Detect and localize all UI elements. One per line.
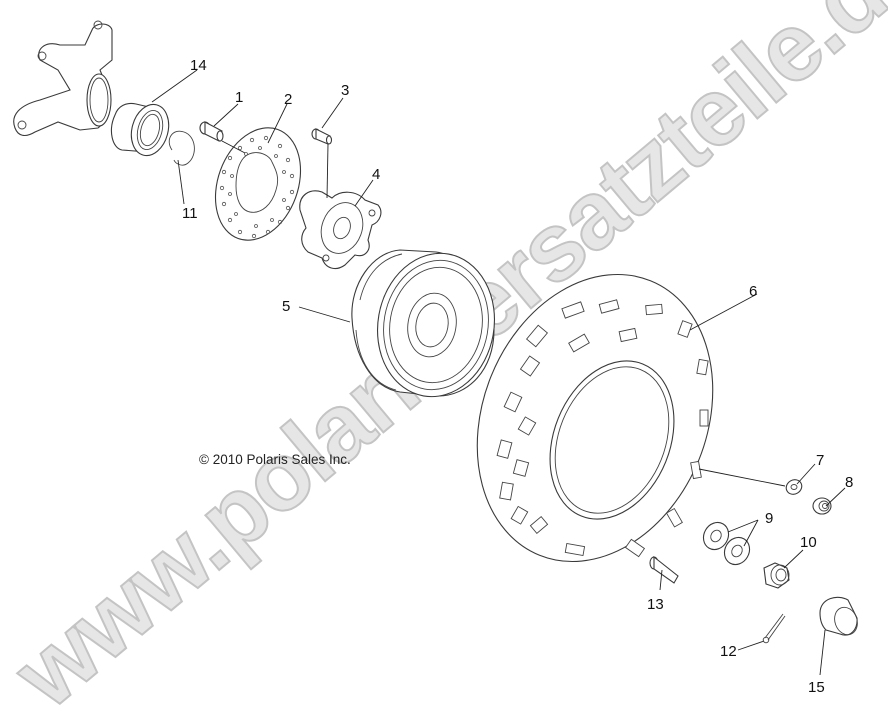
part-10-castle-nut <box>763 562 790 589</box>
callout-1: 1 <box>235 89 244 106</box>
part-9-washers <box>702 521 751 566</box>
part-7-washer <box>785 479 803 495</box>
callout-14: 14 <box>190 57 207 74</box>
callout-7: 7 <box>816 452 825 469</box>
part-15-hub-cap <box>819 596 858 636</box>
part-12-cotter-pin <box>762 613 786 644</box>
callout-6: 6 <box>749 283 758 300</box>
part-11-retaining-ring <box>168 130 195 166</box>
callout-5: 5 <box>282 298 291 315</box>
part-4-hub <box>299 190 382 270</box>
part-3-stud <box>311 128 333 145</box>
callout-2: 2 <box>284 91 293 108</box>
part-8-lug-nut <box>812 497 832 515</box>
callout-12: 12 <box>720 643 737 660</box>
steering-knuckle <box>13 20 113 137</box>
part-13-valve-stem <box>649 555 679 584</box>
part-1-pin <box>199 121 224 142</box>
callout-13: 13 <box>647 596 664 613</box>
part-5-rim <box>351 249 496 398</box>
copyright-notice: © 2010 Polaris Sales Inc. <box>199 452 351 467</box>
callout-8: 8 <box>845 474 854 491</box>
callout-9: 9 <box>765 510 774 527</box>
part-14-bearing <box>110 102 170 157</box>
callout-3: 3 <box>341 82 350 99</box>
part-2-brake-disc <box>214 127 302 241</box>
part-6-tire <box>476 273 714 563</box>
callout-11: 11 <box>182 205 198 222</box>
callout-15: 15 <box>808 679 825 696</box>
callout-4: 4 <box>372 166 381 183</box>
callout-10: 10 <box>800 534 817 551</box>
leader-lines <box>151 69 846 676</box>
